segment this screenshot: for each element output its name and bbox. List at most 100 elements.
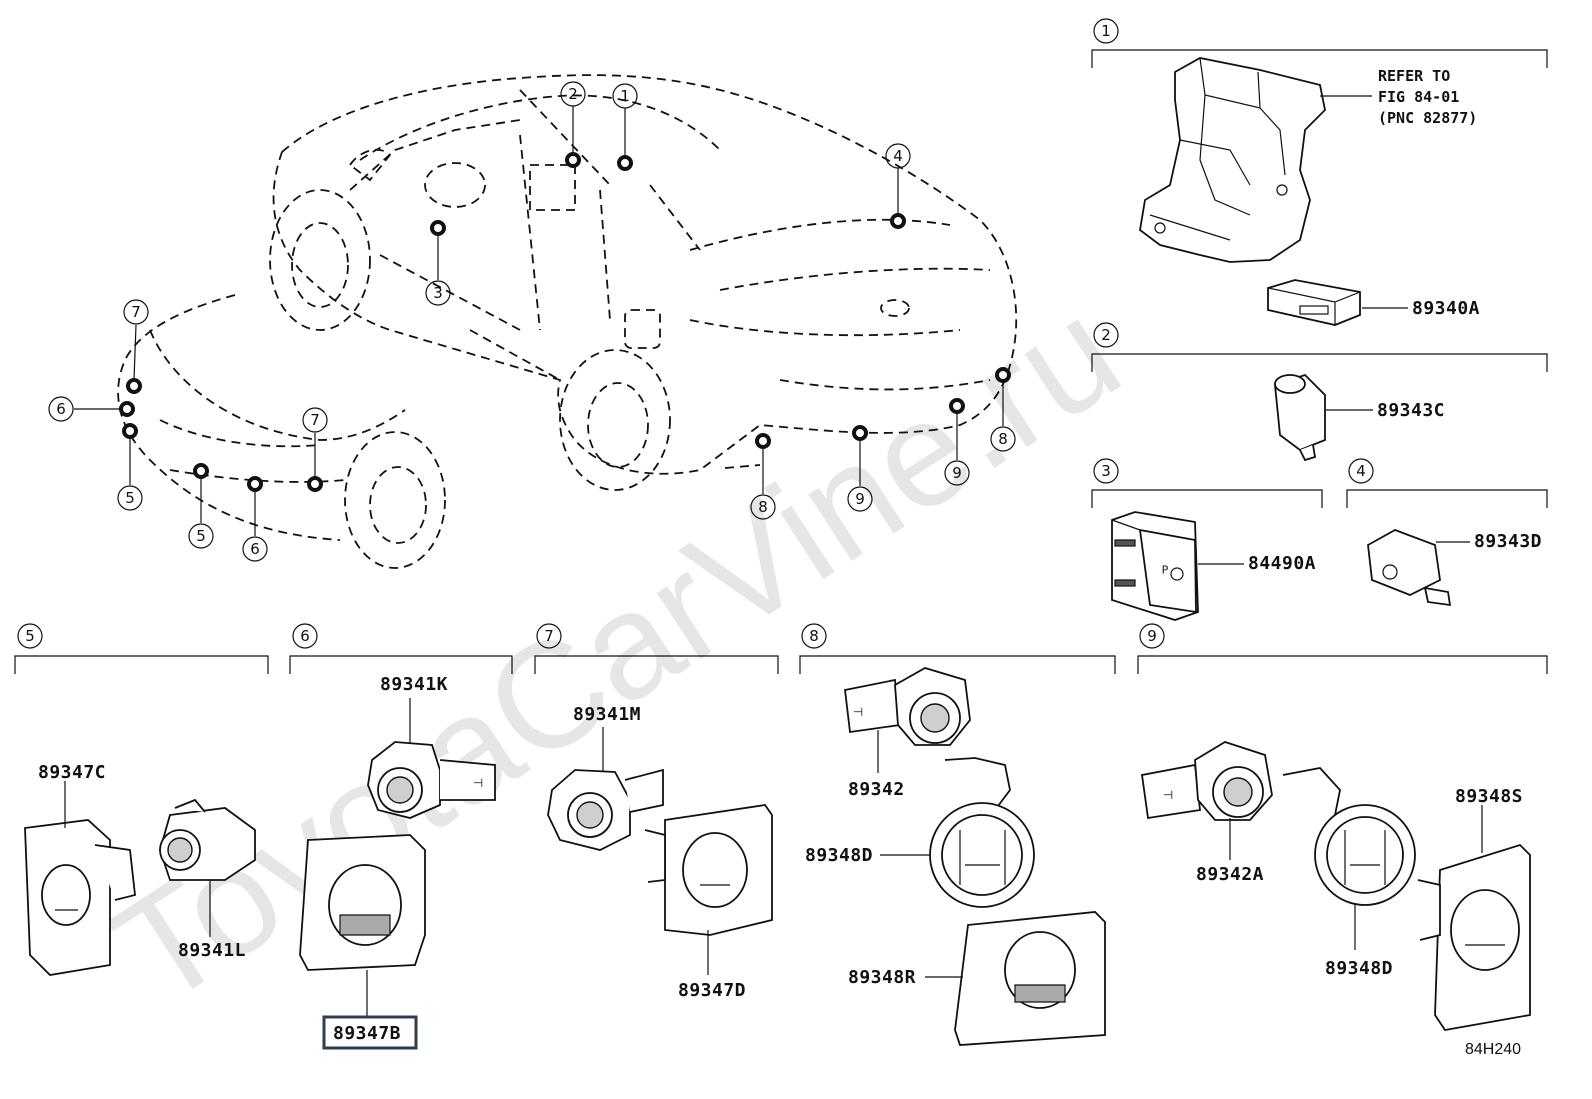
svg-text:7: 7 bbox=[131, 303, 141, 321]
svg-text:8: 8 bbox=[998, 430, 1008, 448]
svg-text:4: 4 bbox=[893, 147, 903, 165]
holder-89348D-drawing bbox=[929, 757, 1035, 908]
part-label-89341L[interactable]: 89341L bbox=[178, 940, 246, 961]
callout-circle-8: 8 bbox=[990, 426, 1016, 452]
part-label-89348D[interactable]: 89348D bbox=[805, 845, 873, 866]
callout-circle-7: 7 bbox=[123, 299, 149, 325]
sensor-89342-drawing: ⊣ bbox=[844, 667, 971, 746]
callout-circle-6: 6 bbox=[242, 536, 268, 562]
svg-text:1: 1 bbox=[1101, 22, 1111, 40]
svg-text:4: 4 bbox=[1356, 462, 1366, 480]
location-dot bbox=[995, 367, 1011, 383]
callout-circle-6: 6 bbox=[48, 396, 74, 422]
location-dot bbox=[119, 401, 135, 417]
section-number-6: 6 bbox=[292, 623, 318, 649]
svg-text:6: 6 bbox=[56, 400, 66, 418]
sensor-89343C-drawing bbox=[1274, 373, 1326, 462]
location-dot bbox=[307, 476, 323, 492]
svg-text:8: 8 bbox=[809, 627, 819, 645]
callout-circle-2: 2 bbox=[560, 81, 586, 107]
section-number-5: 5 bbox=[17, 623, 43, 649]
section-number-9: 9 bbox=[1139, 623, 1165, 649]
location-dot bbox=[430, 220, 446, 236]
holder-89348D-drawing bbox=[1282, 767, 1416, 906]
callout-circle-4: 4 bbox=[885, 143, 911, 169]
location-dot bbox=[949, 398, 965, 414]
callout-circle-1: 1 bbox=[612, 83, 638, 109]
part-label-89347C[interactable]: 89347C bbox=[38, 762, 106, 783]
svg-text:3: 3 bbox=[1101, 462, 1111, 480]
location-dot bbox=[617, 155, 633, 171]
section-number-7: 7 bbox=[536, 623, 562, 649]
part-label-89348S[interactable]: 89348S bbox=[1455, 786, 1523, 807]
location-dot bbox=[126, 378, 142, 394]
section-number-3: 3 bbox=[1093, 458, 1119, 484]
svg-text:5: 5 bbox=[196, 527, 206, 545]
svg-text:3: 3 bbox=[433, 284, 443, 302]
svg-text:9: 9 bbox=[952, 464, 962, 482]
sensor-89342A-drawing: ⊣ bbox=[1140, 741, 1273, 821]
figure-id: 84H240 bbox=[1465, 1041, 1521, 1058]
location-dot bbox=[890, 213, 906, 229]
callout-circle-8: 8 bbox=[750, 494, 776, 520]
part-label-89343D[interactable]: 89343D bbox=[1474, 531, 1542, 552]
sensor-location-dots bbox=[119, 152, 1011, 492]
section-number-8: 8 bbox=[801, 623, 827, 649]
callout-leaders bbox=[74, 106, 1004, 536]
retainer-89347D-drawing bbox=[644, 804, 773, 936]
part-label-89342A[interactable]: 89342A bbox=[1196, 864, 1264, 885]
section-number-2: 2 bbox=[1093, 322, 1119, 348]
svg-text:7: 7 bbox=[544, 627, 554, 645]
svg-text:6: 6 bbox=[250, 540, 260, 558]
section-brackets bbox=[14, 49, 1548, 674]
svg-text:1: 1 bbox=[620, 87, 630, 105]
part-label-89341K[interactable]: 89341K bbox=[380, 674, 448, 695]
ecu-part-drawing bbox=[1267, 279, 1361, 326]
callout-circle-9: 9 bbox=[944, 460, 970, 486]
retainer-89348R-drawing bbox=[954, 911, 1106, 1046]
callout-circle-5: 5 bbox=[188, 523, 214, 549]
svg-text:P: P bbox=[1162, 564, 1169, 577]
section-number-1: 1 bbox=[1093, 18, 1119, 44]
switch-84490A-drawing: P bbox=[1111, 511, 1199, 621]
highlight-box bbox=[322, 1015, 418, 1050]
location-dot bbox=[755, 433, 771, 449]
part-label-89347B[interactable]: 89347B bbox=[333, 1023, 401, 1044]
part-label-89347D[interactable]: 89347D bbox=[678, 980, 746, 1001]
svg-text:8: 8 bbox=[758, 498, 768, 516]
bracket-part-drawing bbox=[1139, 57, 1326, 263]
part-label-89348D[interactable]: 89348D bbox=[1325, 958, 1393, 979]
location-dot bbox=[122, 423, 138, 439]
part-label-89343C[interactable]: 89343C bbox=[1377, 400, 1445, 421]
sensor-89343D-drawing bbox=[1367, 529, 1452, 607]
watermark: ToyotaCarVine.ru bbox=[86, 266, 1147, 1037]
svg-text:7: 7 bbox=[310, 411, 320, 429]
svg-text:9: 9 bbox=[855, 490, 865, 508]
part-label-89348R[interactable]: 89348R bbox=[848, 967, 916, 988]
svg-text:⊣: ⊣ bbox=[473, 776, 483, 790]
svg-text:⊣: ⊣ bbox=[1163, 788, 1173, 802]
part-label-89342[interactable]: 89342 bbox=[848, 779, 905, 800]
svg-text:2: 2 bbox=[1101, 326, 1111, 344]
callout-circle-9: 9 bbox=[847, 486, 873, 512]
location-dot bbox=[852, 425, 868, 441]
part-label-84490A[interactable]: 84490A bbox=[1248, 553, 1316, 574]
callout-circle-3: 3 bbox=[425, 280, 451, 306]
part-label-89341M[interactable]: 89341M bbox=[573, 704, 641, 725]
retainer-89347B-drawing bbox=[299, 834, 426, 971]
location-dot bbox=[193, 463, 209, 479]
location-dot bbox=[247, 476, 263, 492]
svg-text:2: 2 bbox=[568, 85, 578, 103]
svg-text:⊣: ⊣ bbox=[853, 705, 863, 719]
location-dot bbox=[565, 152, 581, 168]
callout-circle-7: 7 bbox=[302, 407, 328, 433]
part-label-89340A[interactable]: 89340A bbox=[1412, 298, 1480, 319]
section-number-4: 4 bbox=[1348, 458, 1374, 484]
svg-text:6: 6 bbox=[300, 627, 310, 645]
note-line-2: FIG 84-01 bbox=[1378, 88, 1459, 106]
svg-text:9: 9 bbox=[1147, 627, 1157, 645]
sensor-89341M-drawing bbox=[547, 768, 664, 851]
front-bumper-detail bbox=[117, 294, 446, 569]
note-line-3: (PNC 82877) bbox=[1378, 109, 1477, 127]
